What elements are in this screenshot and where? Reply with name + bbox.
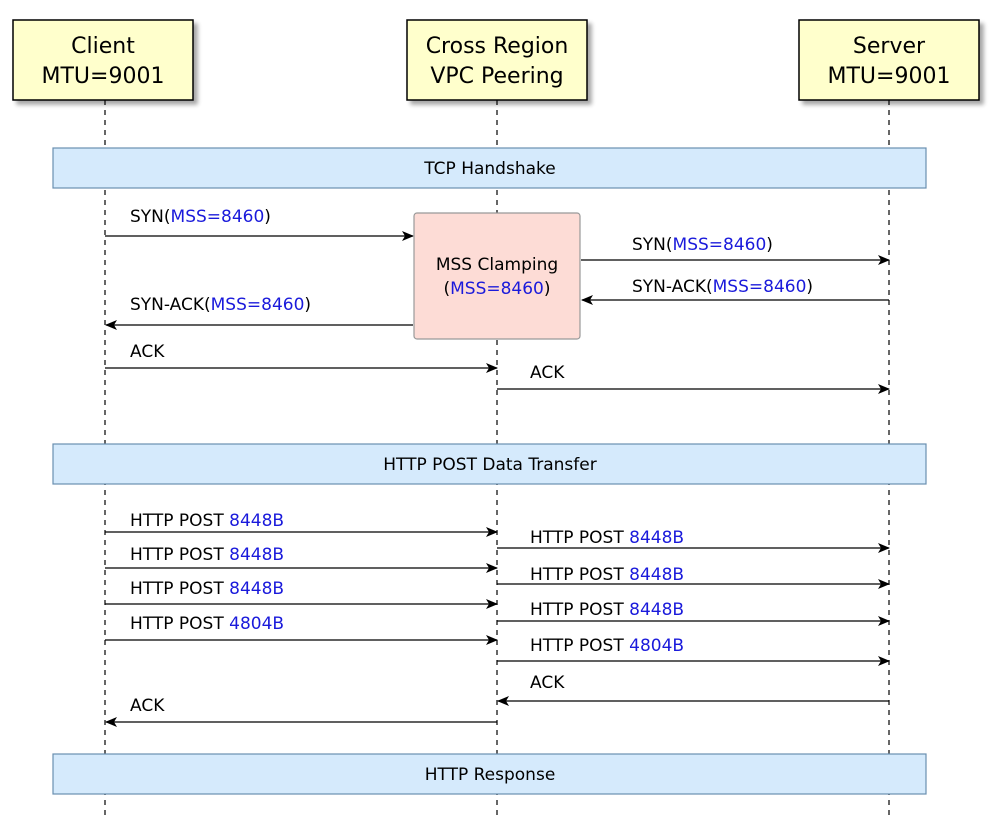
- syn-client-suffix: ): [264, 207, 271, 227]
- msg-post-client-4: HTTP POST 4804B: [105, 614, 498, 645]
- msg-synack-server: SYN-ACK(MSS=8460): [581, 277, 889, 305]
- svg-text:(MSS=8460): (MSS=8460): [443, 279, 550, 299]
- section-http-response: HTTP Response: [52, 753, 927, 795]
- post-c2-prefix: HTTP POST: [130, 545, 224, 565]
- section-data-transfer-label: HTTP POST Data Transfer: [383, 455, 596, 475]
- ack-vpc-label: ACK: [530, 363, 565, 383]
- msg-post-client-1: HTTP POST 8448B: [105, 511, 498, 537]
- post-v2-size: 8448B: [629, 565, 684, 585]
- section-tcp-handshake: TCP Handshake: [52, 147, 927, 189]
- svg-text:SYN(MSS=8460): SYN(MSS=8460): [130, 207, 271, 227]
- msg-ack-back: ACK: [105, 696, 497, 727]
- svg-text:HTTP POST 8448B: HTTP POST 8448B: [130, 511, 284, 531]
- svg-text:HTTP POST 8448B: HTTP POST 8448B: [530, 600, 684, 620]
- client-mtu: MTU=9001: [42, 64, 165, 89]
- svg-text:HTTP POST 8448B: HTTP POST 8448B: [530, 565, 684, 585]
- msg-ack-vpc: ACK: [497, 363, 890, 394]
- participant-vpc-peering: Cross Region VPC Peering: [406, 19, 588, 101]
- section-data-transfer: HTTP POST Data Transfer: [52, 443, 927, 485]
- note-title: MSS Clamping: [436, 255, 558, 275]
- post-c1-prefix: HTTP POST: [130, 511, 224, 531]
- svg-text:SYN-ACK(MSS=8460): SYN-ACK(MSS=8460): [130, 295, 311, 315]
- msg-syn-client: SYN(MSS=8460): [105, 207, 414, 241]
- msg-ack-server: ACK: [497, 673, 889, 706]
- post-c3-prefix: HTTP POST: [130, 579, 224, 599]
- msg-post-client-2: HTTP POST 8448B: [105, 545, 498, 573]
- vpc-name: Cross Region: [426, 34, 569, 59]
- post-c1-size: 8448B: [229, 511, 284, 531]
- msg-post-vpc-1: HTTP POST 8448B: [497, 528, 890, 553]
- post-v3-size: 8448B: [629, 600, 684, 620]
- note-close: ): [544, 279, 551, 299]
- section-http-response-label: HTTP Response: [425, 765, 556, 785]
- svg-text:HTTP POST 8448B: HTTP POST 8448B: [130, 545, 284, 565]
- syn-server-mss: MSS=8460: [673, 235, 767, 255]
- post-v1-prefix: HTTP POST: [530, 528, 624, 548]
- svg-text:HTTP POST 8448B: HTTP POST 8448B: [530, 528, 684, 548]
- section-tcp-handshake-label: TCP Handshake: [423, 159, 555, 179]
- post-c4-prefix: HTTP POST: [130, 614, 224, 634]
- msg-post-vpc-2: HTTP POST 8448B: [497, 565, 890, 589]
- post-v4-size: 4804B: [629, 636, 684, 656]
- note-mss: MSS=8460: [450, 279, 544, 299]
- synack-server-prefix: SYN-ACK(: [632, 277, 713, 297]
- syn-server-prefix: SYN(: [632, 235, 673, 255]
- note-open: (: [443, 279, 450, 299]
- msg-syn-server: SYN(MSS=8460): [581, 235, 890, 265]
- syn-server-suffix: ): [766, 235, 773, 255]
- mss-clamping-note: MSS Clamping (MSS=8460): [413, 212, 581, 340]
- svg-text:HTTP POST 8448B: HTTP POST 8448B: [130, 579, 284, 599]
- svg-text:HTTP POST 4804B: HTTP POST 4804B: [130, 614, 284, 634]
- svg-text:SYN(MSS=8460): SYN(MSS=8460): [632, 235, 773, 255]
- syn-client-prefix: SYN(: [130, 207, 171, 227]
- post-v4-prefix: HTTP POST: [530, 636, 624, 656]
- synack-client-prefix: SYN-ACK(: [130, 295, 211, 315]
- synack-server-mss: MSS=8460: [713, 277, 807, 297]
- msg-ack-client: ACK: [105, 342, 498, 373]
- post-v2-prefix: HTTP POST: [530, 565, 624, 585]
- participant-server: Server MTU=9001: [798, 19, 980, 101]
- synack-client-suffix: ): [304, 295, 311, 315]
- syn-client-mss: MSS=8460: [171, 207, 265, 227]
- server-mtu: MTU=9001: [828, 64, 951, 89]
- ack-client-label: ACK: [130, 342, 165, 362]
- synack-server-suffix: ): [806, 277, 813, 297]
- svg-text:HTTP POST 4804B: HTTP POST 4804B: [530, 636, 684, 656]
- vpc-detail: VPC Peering: [430, 64, 563, 89]
- msg-post-vpc-4: HTTP POST 4804B: [497, 636, 890, 666]
- ack-server-label: ACK: [530, 673, 565, 693]
- post-v1-size: 8448B: [629, 528, 684, 548]
- client-name: Client: [71, 34, 135, 59]
- post-v3-prefix: HTTP POST: [530, 600, 624, 620]
- server-name: Server: [853, 34, 926, 59]
- msg-synack-client: SYN-ACK(MSS=8460): [105, 295, 413, 330]
- post-c3-size: 8448B: [229, 579, 284, 599]
- msg-post-vpc-3: HTTP POST 8448B: [497, 600, 890, 626]
- svg-text:SYN-ACK(MSS=8460): SYN-ACK(MSS=8460): [632, 277, 813, 297]
- synack-client-mss: MSS=8460: [211, 295, 305, 315]
- participant-client: Client MTU=9001: [12, 19, 194, 101]
- ack-back-label: ACK: [130, 696, 165, 716]
- post-c4-size: 4804B: [229, 614, 284, 634]
- msg-post-client-3: HTTP POST 8448B: [105, 579, 498, 609]
- post-c2-size: 8448B: [229, 545, 284, 565]
